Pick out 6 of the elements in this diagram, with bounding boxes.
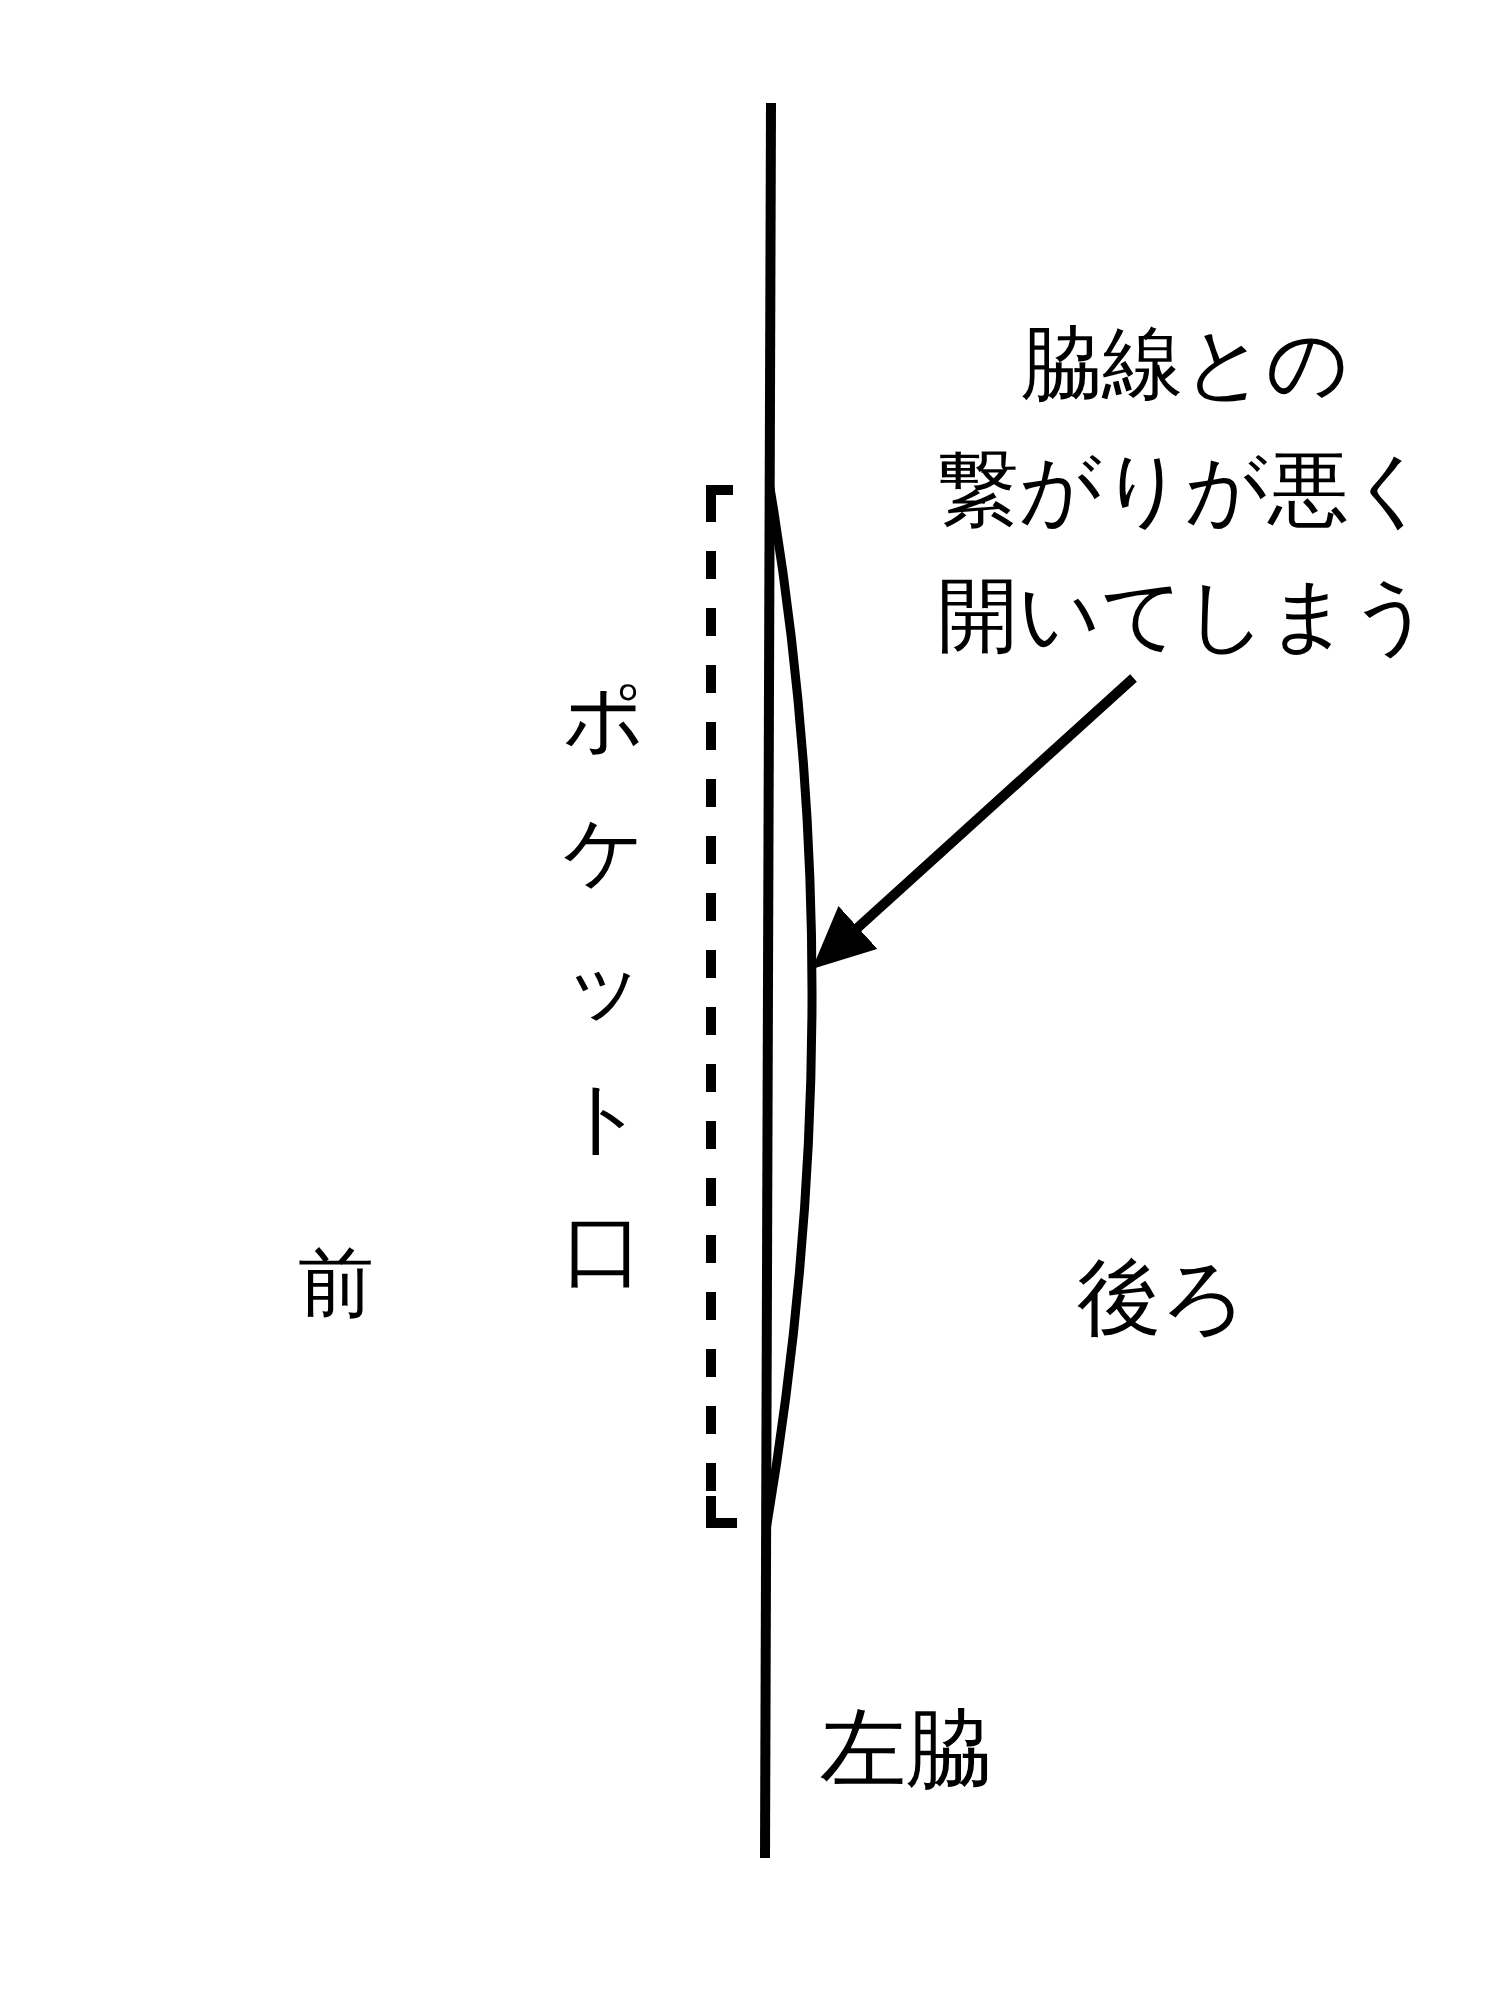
back-label: 後ろ <box>1077 1255 1247 1339</box>
left-side-seam-label: 左脇 <box>820 1705 992 1791</box>
bulging-curve <box>761 487 817 1531</box>
pocket-opening-label: ポケット口 <box>563 671 643 1299</box>
callout-text: 脇線との繋がりが悪く開いてしまう <box>935 300 1435 678</box>
front-label: 前 <box>298 1245 374 1321</box>
